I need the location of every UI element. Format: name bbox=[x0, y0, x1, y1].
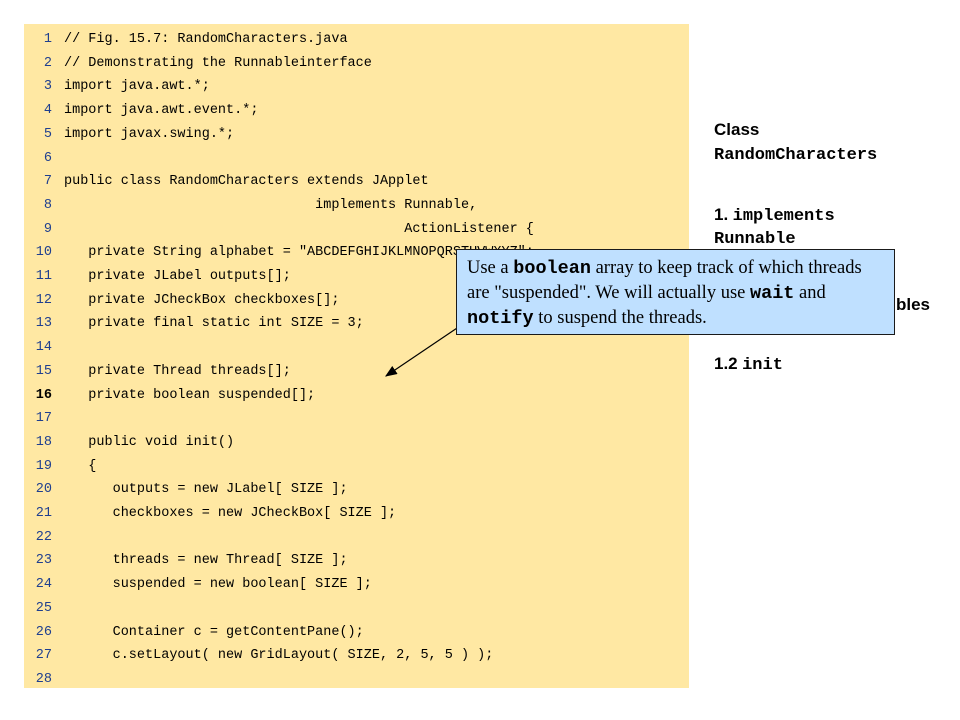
line-number: 6 bbox=[43, 150, 52, 166]
callout-text-1: Use a bbox=[467, 258, 514, 278]
code-line: 16 private boolean suspended[]; bbox=[24, 384, 689, 408]
code-line: 24 suspended = new boolean[ SIZE ]; bbox=[24, 573, 689, 597]
line-number: 5 bbox=[43, 126, 52, 142]
code-listing: 1 // Fig. 15.7: RandomCharacters.java 2 // … bbox=[24, 24, 689, 688]
line-number: 15 bbox=[35, 363, 52, 379]
callout-text-4: to suspend the threads. bbox=[533, 308, 707, 328]
line-number: 19 bbox=[35, 458, 52, 474]
callout-text-3: and bbox=[794, 283, 826, 303]
code-text: threads = new Thread[ SIZE ]; bbox=[64, 553, 348, 569]
callout-text-2: array to keep track of which threads are… bbox=[467, 258, 862, 303]
code-line: 9 ActionListener { bbox=[24, 218, 689, 242]
line-number: 14 bbox=[35, 340, 52, 356]
code-line: 25 bbox=[24, 597, 689, 621]
outline-class-word: Class bbox=[714, 120, 760, 139]
line-number: 3 bbox=[43, 79, 52, 95]
outline-class-name: RandomCharacters bbox=[714, 146, 878, 165]
line-number: 22 bbox=[35, 529, 52, 545]
line-number: 13 bbox=[35, 316, 52, 332]
code-text: public class RandomCharacters extends JA… bbox=[64, 174, 429, 190]
code-text: outputs = new JLabel[ SIZE ]; bbox=[64, 482, 348, 498]
code-text: implements Runnable, bbox=[64, 197, 478, 213]
code-line: 26 Container c = getContentPane(); bbox=[24, 621, 689, 645]
code-text: { bbox=[64, 458, 97, 474]
line-number: 17 bbox=[35, 411, 52, 427]
line-number: 1 bbox=[43, 32, 52, 47]
line-number: 2 bbox=[43, 55, 52, 71]
code-line: 3 import java.awt.*; bbox=[24, 75, 689, 99]
outline-class-heading: Class RandomCharacters bbox=[714, 120, 877, 165]
outline-item-1-number: 1. bbox=[714, 205, 729, 224]
outline-item-1-2: 1.2 init bbox=[714, 354, 783, 375]
line-number: 18 bbox=[35, 434, 52, 450]
code-text: checkboxes = new JCheckBox[ SIZE ]; bbox=[64, 506, 397, 521]
code-text: import java.awt.event.*; bbox=[64, 103, 259, 119]
line-number: 4 bbox=[43, 103, 52, 119]
code-line: 19 { bbox=[24, 455, 689, 479]
line-number: 12 bbox=[35, 292, 52, 308]
line-number: 11 bbox=[35, 269, 52, 284]
line-number: 28 bbox=[35, 671, 52, 687]
code-text: import java.awt.*; bbox=[64, 79, 210, 95]
line-number: 27 bbox=[35, 648, 52, 664]
line-number: 16 bbox=[35, 387, 52, 403]
line-number: 25 bbox=[35, 600, 52, 616]
line-number: 7 bbox=[43, 174, 52, 190]
code-line: 7 public class RandomCharacters extends J… bbox=[24, 170, 689, 194]
code-line: 1 // Fig. 15.7: RandomCharacters.java bbox=[24, 28, 689, 52]
code-text: ActionListener { bbox=[64, 221, 534, 237]
line-number: 23 bbox=[35, 553, 52, 569]
code-line: 12 private JCheckBox checkboxes[]; bbox=[24, 289, 689, 313]
code-line: 6 bbox=[24, 147, 689, 171]
line-number: 26 bbox=[35, 624, 52, 640]
code-line: 2 // Demonstrating the Runnableinterface bbox=[24, 52, 689, 76]
code-line: 23 threads = new Thread[ SIZE ]; bbox=[24, 549, 689, 573]
code-line: 21 checkboxes = new JCheckBox[ SIZE ]; bbox=[24, 502, 689, 526]
code-text: // Fig. 15.7: RandomCharacters.java bbox=[64, 32, 348, 47]
callout-code-wait: wait bbox=[749, 283, 795, 304]
code-line: 28 bbox=[24, 668, 689, 692]
line-number: 21 bbox=[35, 506, 52, 521]
code-line: 5 import javax.swing.*; bbox=[24, 123, 689, 147]
code-line: 17 bbox=[24, 407, 689, 431]
line-number: 20 bbox=[35, 482, 52, 498]
code-line: 22 bbox=[24, 526, 689, 550]
code-text: import javax.swing.*; bbox=[64, 126, 235, 142]
outline-item-1: 1. implements Runnable bbox=[714, 205, 835, 249]
outline-item-1-code: implements bbox=[732, 207, 835, 226]
code-text: // Demonstrating the Runnableinterface bbox=[64, 55, 372, 71]
outline-item-1-1-tail: bles bbox=[896, 295, 931, 314]
code-line: 15 private Thread threads[]; bbox=[24, 360, 689, 384]
outline-item-1-code-cont: Runnable bbox=[714, 230, 796, 249]
code-text: private final static int SIZE = 3; bbox=[64, 316, 364, 332]
annotation-callout: Use a boolean array to keep track of whi… bbox=[456, 249, 895, 335]
code-line: 8 implements Runnable, bbox=[24, 194, 689, 218]
code-text: Container c = getContentPane(); bbox=[64, 624, 364, 640]
line-number: 24 bbox=[35, 577, 52, 593]
outline-item-1-2-code: init bbox=[742, 356, 783, 375]
code-text: private boolean suspended[]; bbox=[64, 387, 316, 403]
code-line: 14 bbox=[24, 336, 689, 360]
code-text: private Thread threads[]; bbox=[64, 363, 291, 379]
line-number: 8 bbox=[43, 197, 52, 213]
code-text: public void init() bbox=[64, 434, 235, 450]
callout-code-notify: notify bbox=[467, 308, 534, 329]
code-line: 20 outputs = new JLabel[ SIZE ]; bbox=[24, 478, 689, 502]
line-number: 9 bbox=[43, 221, 52, 237]
outline-item-1-2-number: 1.2 bbox=[714, 354, 738, 373]
code-text: c.setLayout( new GridLayout( SIZE, 2, 5,… bbox=[64, 648, 494, 664]
line-number: 10 bbox=[35, 245, 52, 261]
code-line: 27 c.setLayout( new GridLayout( SIZE, 2,… bbox=[24, 644, 689, 668]
code-text: suspended = new boolean[ SIZE ]; bbox=[64, 577, 372, 593]
code-line: 11 private JLabel outputs[]; bbox=[24, 265, 689, 289]
callout-code-boolean: boolean bbox=[513, 258, 591, 279]
code-line: 13 private final static int SIZE = 3; bbox=[24, 312, 689, 336]
code-line: 4 import java.awt.event.*; bbox=[24, 99, 689, 123]
code-text: private JLabel outputs[]; bbox=[64, 269, 291, 284]
code-text: private JCheckBox checkboxes[]; bbox=[64, 292, 340, 308]
code-line: 18 public void init() bbox=[24, 431, 689, 455]
